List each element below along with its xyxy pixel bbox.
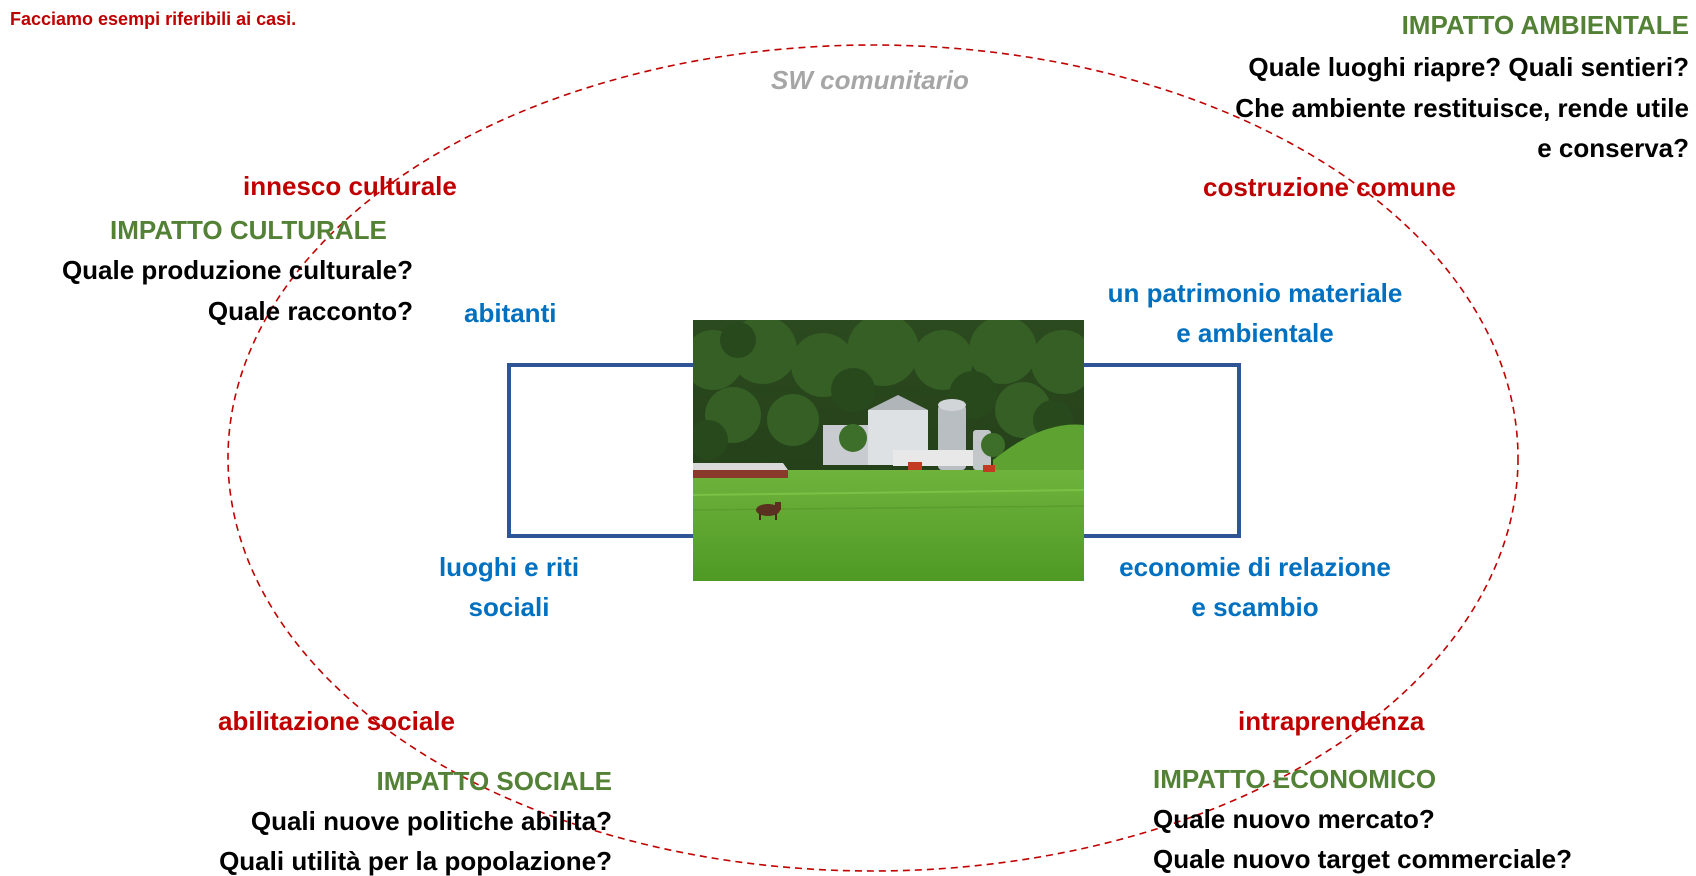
impact-social-question-1: Quali nuove politiche abilita? [250,806,612,836]
trigger-intraprendenza: intraprendenza [1238,706,1425,736]
impact-social-title: IMPATTO SOCIALE [376,766,612,796]
trigger-abilitazione-sociale: abilitazione sociale [218,706,455,736]
corner-abitanti: abitanti [464,298,557,328]
corner-patrimonio-line-1: un patrimonio materiale [1107,278,1403,308]
impact-social-question-2: Quali utilità per la popolazione? [219,846,612,876]
trigger-innesco-culturale: innesco culturale [243,171,457,201]
impact-economic-question-2: Quale nuovo target commerciale? [1153,844,1573,874]
note-text: Facciamo esempi riferibili ai casi. [10,9,297,29]
impact-environmental-question-2: Che ambiente restituisce, rende utile [1235,93,1689,123]
impact-environmental-title: IMPATTO AMBIENTALE [1401,10,1689,40]
corner-luoghi-line-2: sociali [468,592,550,622]
ellipse-label: SW comunitario [771,65,969,95]
impact-economic-question-1: Quale nuovo mercato? [1153,804,1435,834]
corner-economie-line-2: e scambio [1191,592,1319,622]
impact-environmental-question-3: e conserva? [1537,133,1689,163]
impact-economic-title: IMPATTO ECONOMICO [1153,764,1437,794]
impact-cultural-title: IMPATTO CULTURALE [110,215,387,245]
impact-cultural-question-2: Quale racconto? [207,296,413,326]
impact-cultural-question-1: Quale produzione culturale? [61,255,413,285]
impact-environmental-question-1: Quale luoghi riapre? Quali sentieri? [1248,52,1689,82]
community-ellipse [227,44,1519,872]
farm-silo-landscape-icon [693,320,1084,581]
farm-photo [693,320,1084,581]
trigger-costruzione-comune: costruzione comune [1203,172,1456,202]
corner-economie-line-1: economie di relazione [1119,552,1391,582]
corner-patrimonio-line-2: e ambientale [1176,318,1334,348]
corner-luoghi-line-1: luoghi e riti [438,552,580,582]
